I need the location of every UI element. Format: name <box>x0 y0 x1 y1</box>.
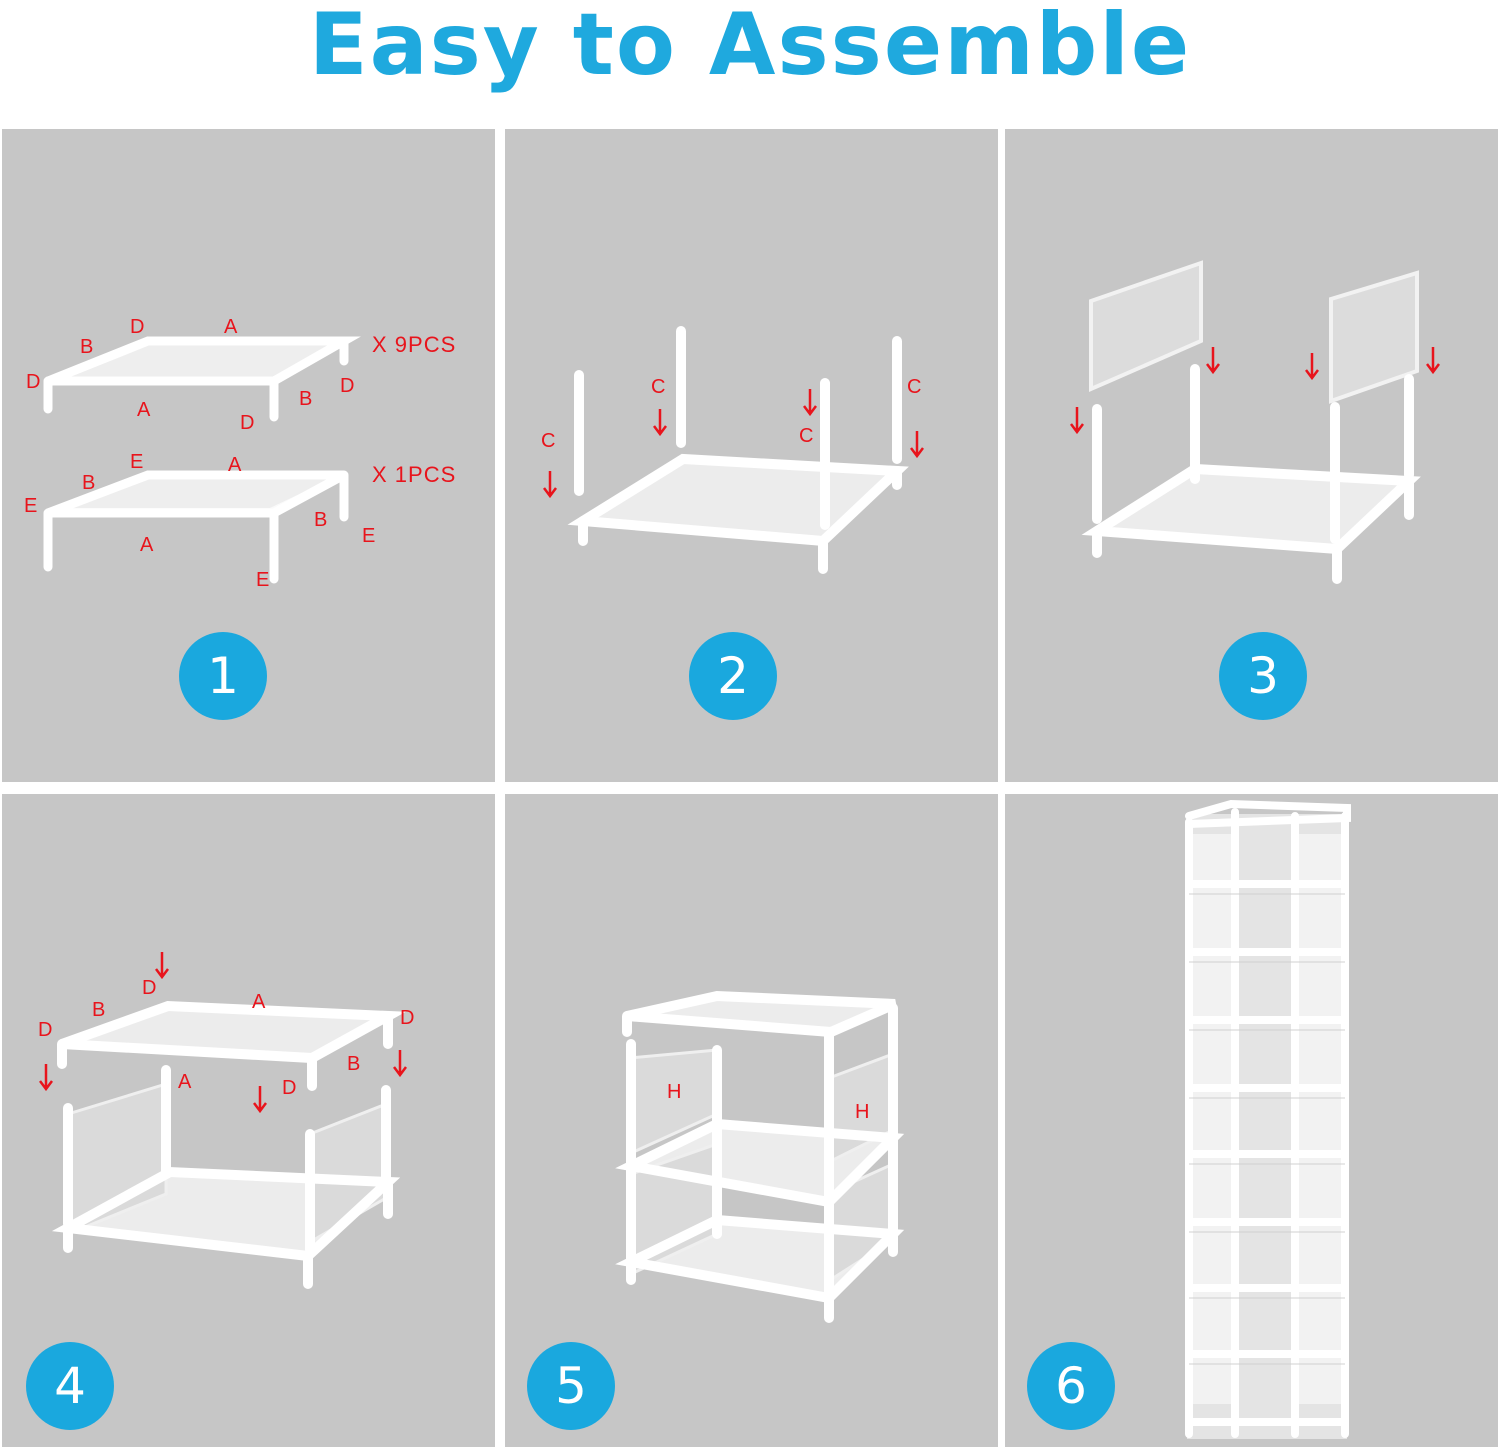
part-label-b: B <box>82 472 96 494</box>
legs-attachment-illustration <box>567 326 909 574</box>
step-number-badge: 3 <box>1219 632 1307 720</box>
step-number-badge: 5 <box>527 1342 615 1430</box>
part-label-e: E <box>24 495 38 517</box>
step-number-badge: 4 <box>26 1342 114 1430</box>
part-label-b: B <box>80 336 94 358</box>
part-label-d: D <box>240 412 255 434</box>
side-panels-illustration <box>1081 260 1421 584</box>
part-label-c: C <box>799 425 814 447</box>
down-arrow-icon <box>155 952 169 980</box>
part-label-h: H <box>667 1081 682 1103</box>
down-arrow-icon <box>1070 407 1084 435</box>
step-5-panel: H H 5 <box>505 794 998 1447</box>
step-1-panel: D A B D D B A D X 9PCS E A B E B E A E X… <box>2 129 495 782</box>
step-number-badge: 2 <box>689 632 777 720</box>
part-label-c: C <box>541 430 556 452</box>
part-label-d: D <box>340 375 355 397</box>
step-2-panel: C C C C 2 <box>505 129 998 782</box>
part-label-d: D <box>400 1007 415 1029</box>
part-label-a: A <box>178 1071 192 1093</box>
part-label-a: A <box>252 991 266 1013</box>
part-label-d: D <box>38 1019 53 1041</box>
part-label-b: B <box>347 1053 361 1075</box>
down-arrow-icon <box>393 1050 407 1078</box>
down-arrow-icon <box>803 389 817 417</box>
part-label-b: B <box>92 999 106 1021</box>
part-label-d: D <box>282 1077 297 1099</box>
part-label-d: D <box>26 371 41 393</box>
step-3-panel: 3 <box>1005 129 1498 782</box>
shelf-frames-illustration <box>43 336 361 584</box>
step-number-badge: 1 <box>179 632 267 720</box>
down-arrow-icon <box>1206 347 1220 375</box>
stacking-shelf-illustration <box>51 1000 406 1289</box>
down-arrow-icon <box>39 1064 53 1092</box>
down-arrow-icon <box>543 471 557 499</box>
down-arrow-icon <box>653 409 667 437</box>
part-label-a: A <box>137 399 151 421</box>
part-label-d: D <box>130 316 145 338</box>
down-arrow-icon <box>910 431 924 459</box>
part-label-c: C <box>651 376 666 398</box>
part-label-a: A <box>228 454 242 476</box>
step-4-panel: D A B D D B A D 4 <box>2 794 495 1447</box>
step-6-panel: 6 <box>1005 794 1498 1447</box>
part-label-c: C <box>907 376 922 398</box>
quantity-label-1pcs: X 1PCS <box>372 462 457 487</box>
part-label-e: E <box>130 451 144 473</box>
assembled-tower-illustration <box>1185 799 1351 1439</box>
part-label-b: B <box>299 388 313 410</box>
down-arrow-icon <box>253 1086 267 1114</box>
part-label-e: E <box>256 569 270 591</box>
step-number-badge: 6 <box>1027 1342 1115 1430</box>
part-label-d: D <box>142 977 157 999</box>
part-label-b: B <box>314 509 328 531</box>
part-label-a: A <box>140 534 154 556</box>
page-title: Easy to Assemble <box>308 0 1192 95</box>
part-label-a: A <box>224 316 238 338</box>
three-tier-shelf-illustration <box>615 990 905 1323</box>
down-arrow-icon <box>1305 353 1319 381</box>
part-label-e: E <box>362 525 376 547</box>
part-label-h: H <box>855 1101 870 1123</box>
quantity-label-9pcs: X 9PCS <box>372 332 457 357</box>
down-arrow-icon <box>1426 347 1440 375</box>
